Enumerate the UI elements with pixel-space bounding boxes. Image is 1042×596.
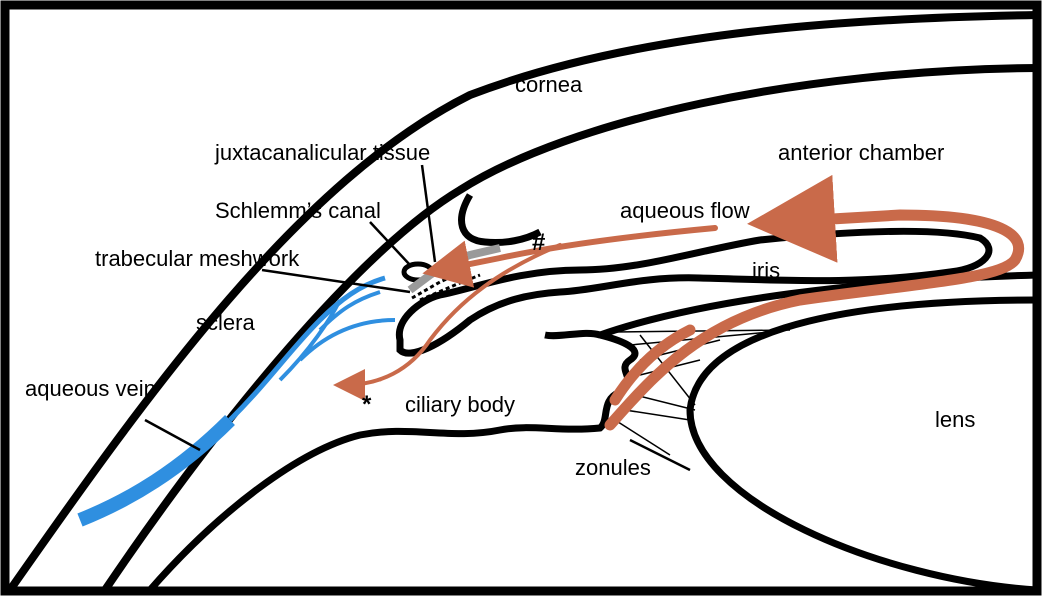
label-ciliary-body: ciliary body	[405, 392, 515, 417]
hash-marker: #	[532, 229, 545, 256]
label-schlemms-canal: Schlemm’s canal	[215, 198, 381, 223]
label-sclera: sclera	[196, 310, 255, 335]
label-cornea: cornea	[515, 72, 583, 97]
label-juxtacanalicular-tissue: juxtacanalicular tissue	[214, 140, 430, 165]
label-iris: iris	[752, 258, 780, 283]
label-zonules: zonules	[575, 455, 651, 480]
label-trabecular-meshwork: trabecular meshwork	[95, 246, 300, 271]
label-lens: lens	[935, 407, 975, 432]
label-aqueous-flow: aqueous flow	[620, 198, 750, 223]
label-anterior-chamber: anterior chamber	[778, 140, 944, 165]
asterisk-marker: *	[362, 391, 372, 418]
label-aqueous-vein: aqueous vein	[25, 376, 156, 401]
